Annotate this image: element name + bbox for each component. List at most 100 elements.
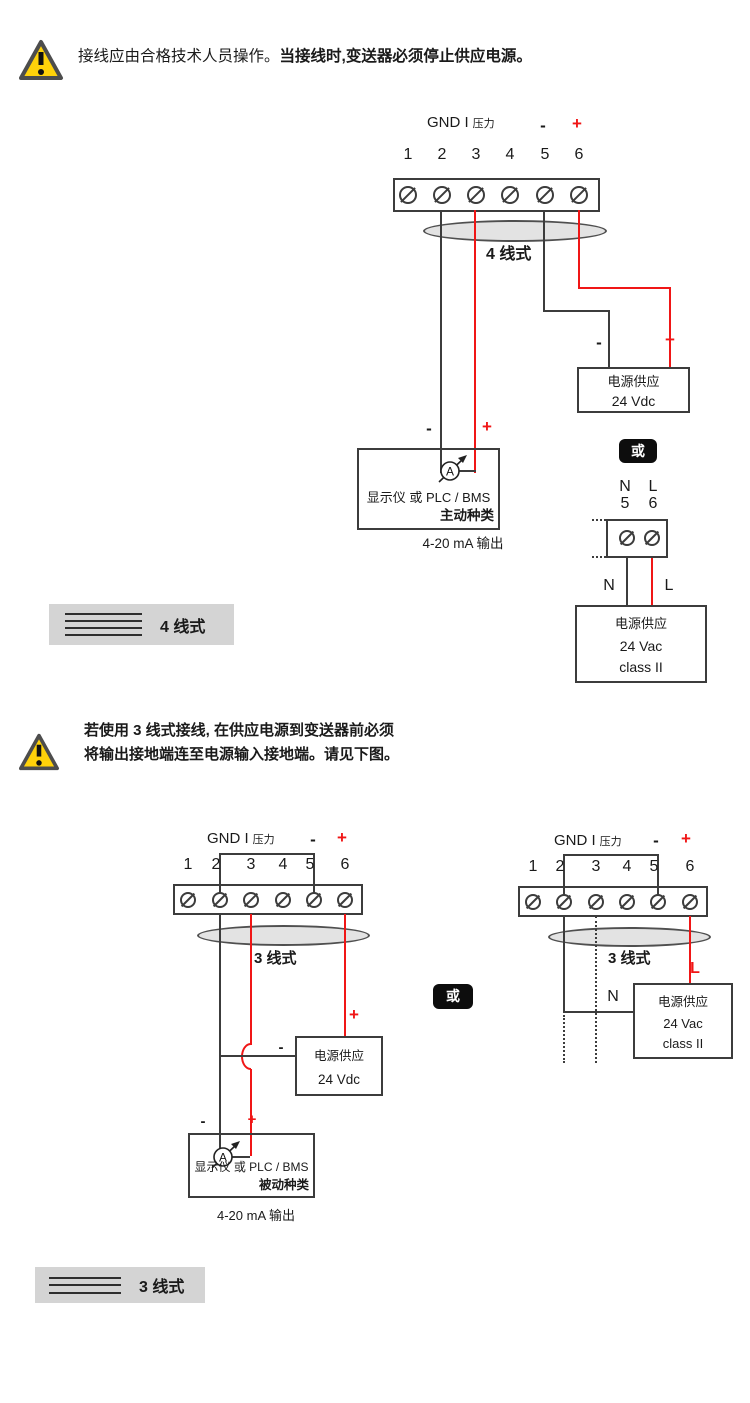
d3-terminal-number-1: 1 <box>528 858 538 875</box>
section-4wire-text: 4 线式 <box>160 618 206 636</box>
d2-minus-header: - <box>310 830 316 849</box>
d2-display-box <box>188 1133 315 1198</box>
d3-psu-ac-class: class II <box>662 1036 704 1052</box>
d1-wire-supply-positive-h <box>578 287 671 289</box>
d3-sensor-ellipse <box>548 927 711 947</box>
d1-psu-minus: - <box>596 333 602 352</box>
d2-display-type-passive: 被动种类 <box>258 1178 309 1192</box>
d2-display-devices: 显示仪 或 PLC / BMS <box>194 1160 309 1174</box>
terminal-screw <box>650 894 666 910</box>
three-lines-icon <box>49 1276 121 1294</box>
d1-wire-supply-negative-v1 <box>543 210 545 312</box>
d3-wire-ground-v <box>563 916 565 1013</box>
d2-psu-dc-voltage: 24 Vdc <box>317 1071 361 1087</box>
d2-wire-output-lower <box>250 1069 252 1156</box>
terminal-screw <box>501 186 519 204</box>
d2-terminal-number-3: 3 <box>246 856 256 873</box>
terminal-screw <box>619 894 635 910</box>
d2-terminal-header: GND I 压力 <box>207 830 275 847</box>
d2-psu-dc-box: 电源供应 24 Vdc <box>295 1036 383 1096</box>
terminal-screw <box>556 894 572 910</box>
warning-triangle-icon <box>18 38 64 82</box>
d1-l-label: L <box>664 577 674 594</box>
terminal-screw <box>275 892 291 908</box>
or-badge-2: 或 <box>433 984 473 1009</box>
d3-psu-ac-box: 电源供应 24 Vac class II <box>633 983 733 1059</box>
d1-wire-output-negative <box>440 210 442 473</box>
d2-terminal-number-4: 4 <box>278 856 288 873</box>
d1-terminal-number-5: 5 <box>540 146 550 163</box>
d1-psu-plus: + <box>665 330 675 349</box>
d1-terminal-number-2: 2 <box>437 146 447 163</box>
d1-psu-ac-class: class II <box>619 659 663 676</box>
terminal-screw <box>212 892 228 908</box>
d1-display-box <box>357 448 500 530</box>
d3-terminal-number-6: 6 <box>685 858 695 875</box>
ammeter-icon: A <box>206 1138 246 1172</box>
d2-gnd-i-label: GND I <box>207 830 249 847</box>
d1-terminal-number-3: 3 <box>471 146 481 163</box>
d1-terminal-number-6: 6 <box>574 146 584 163</box>
d2-wire-output-upper <box>250 914 252 1045</box>
d1-minus-header: - <box>540 116 546 135</box>
terminal-screw <box>306 892 322 908</box>
d1-nl-terminal-block <box>606 519 668 558</box>
d2-psu-dc-title: 电源供应 <box>313 1049 364 1064</box>
d3-wire-line-positive <box>689 916 691 984</box>
d1-gnd-i-label: GND I <box>427 114 469 131</box>
ammeter-icon: A <box>433 452 473 486</box>
d3-l-label: L <box>690 960 700 977</box>
d1-pressure-label: 压力 <box>472 118 495 130</box>
terminal-screw <box>337 892 353 908</box>
d1-nl-n: N <box>619 478 631 495</box>
d1-wire-output-positive <box>474 210 476 473</box>
warning-triangle-graphic <box>19 40 63 80</box>
d3-plus-header: + <box>681 829 691 848</box>
d2-terminal-number-2: 2 <box>211 856 221 873</box>
d1-nl-dotted-top <box>592 519 606 521</box>
or-badge-1: 或 <box>619 439 657 463</box>
ammeter-letter: A <box>219 1151 227 1165</box>
d2-jumper-top <box>219 853 315 855</box>
d1-terminal-number-4: 4 <box>505 146 515 163</box>
warning-triangle-icon <box>18 732 60 772</box>
four-lines-icon <box>65 613 142 636</box>
d3-terminal-number-5: 5 <box>649 858 659 875</box>
d1-nl-dotted-bottom <box>592 556 606 558</box>
d1-sensor-ellipse <box>423 220 607 242</box>
d2-caption-3wire: 3 线式 <box>254 950 297 967</box>
terminal-screw <box>243 892 259 908</box>
d1-terminal-number-1: 1 <box>403 146 413 163</box>
d2-ammeter-connector <box>230 1156 250 1158</box>
d2-jumper-right <box>313 853 315 894</box>
section-3wire-text: 3 线式 <box>139 1279 185 1296</box>
d2-psu-plus: + <box>349 1005 359 1024</box>
d1-terminal-block <box>393 178 600 212</box>
d1-plus-header: + <box>572 114 582 133</box>
terminal-screw <box>682 894 698 910</box>
warning2-line2: 将输出接地端连至电源输入接地端。请见下图。 <box>84 746 400 763</box>
d1-nl-l: L <box>648 478 658 495</box>
d1-psu-ac-voltage: 24 Vac <box>619 637 663 654</box>
d1-ammeter-connector <box>458 470 476 472</box>
d1-nl-number-6: 6 <box>648 495 658 512</box>
d3-minus-header: - <box>653 831 659 850</box>
d1-psu-dc-voltage: 24 Vdc <box>611 392 656 409</box>
d1-wire-supply-positive-v2 <box>669 287 671 369</box>
d1-wire-supply-negative-v2 <box>608 310 610 369</box>
d3-terminal-header: GND I 压力 <box>554 832 622 849</box>
d1-display-plus: + <box>482 417 492 436</box>
d3-jumper-left <box>563 854 565 895</box>
d2-jumper-left <box>219 853 221 894</box>
terminal-screw <box>467 186 485 204</box>
d3-caption-3wire: 3 线式 <box>608 950 651 967</box>
d3-psu-ac-title: 电源供应 <box>657 994 708 1009</box>
terminal-screw <box>588 894 604 910</box>
d3-dotted-ground-continuation <box>563 1015 565 1063</box>
d2-terminal-block <box>173 884 363 915</box>
d3-dotted-output-wire <box>595 916 597 1063</box>
d3-terminal-number-2: 2 <box>555 858 565 875</box>
d2-output-label: 4-20 mA 输出 <box>216 1208 296 1223</box>
d2-display-plus: + <box>247 1111 257 1128</box>
d2-wire-supply-negative <box>221 1055 295 1057</box>
